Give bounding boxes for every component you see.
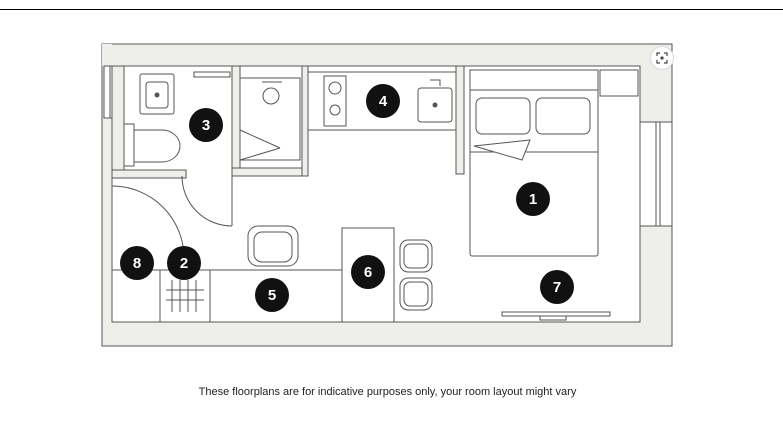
room-marker-1: 1 [516,182,550,216]
room-marker-6: 6 [351,255,385,289]
desk-chair [247,225,299,267]
floorplan-disclaimer: These floorplans are for indicative purp… [198,386,577,398]
expand-button[interactable] [650,46,674,70]
entrance-door [111,185,185,259]
bottom-storage [111,269,343,323]
bathroom-door [181,175,233,227]
bed-divider [455,65,465,175]
bathroom-sink [139,73,175,115]
bed [469,69,599,257]
room-marker-3: 3 [189,108,223,142]
right-window [639,121,673,227]
room-marker-5: 5 [255,278,289,312]
bedside-shelf [599,69,639,97]
shower [239,77,301,161]
stools [399,239,433,311]
expand-icon [656,52,668,64]
room-marker-4: 4 [366,84,400,118]
top-divider [0,9,783,10]
room-marker-7: 7 [540,270,574,304]
bathroom-walls [111,65,309,179]
room-marker-2: 2 [167,246,201,280]
toilet [123,123,181,167]
towel-rail [193,71,231,78]
tv-unit [501,311,611,321]
room-marker-8: 8 [120,246,154,280]
